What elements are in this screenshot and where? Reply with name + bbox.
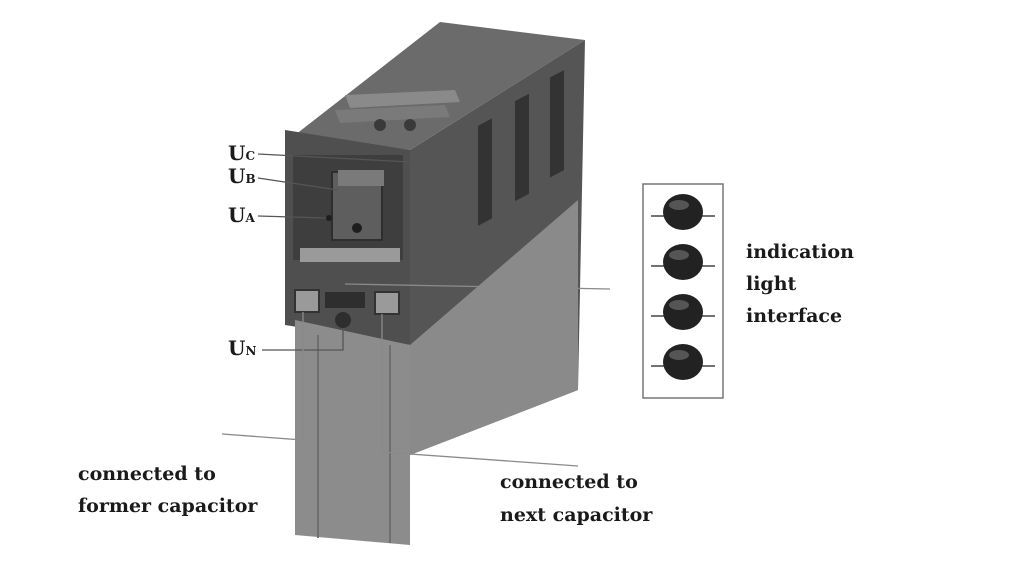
indicator-lights [651,194,715,380]
terminal-label-uc: UC [228,141,411,165]
former-capacitor-connection: connected to former capacitor [78,312,304,517]
indicator-highlight [669,350,689,360]
side-vent [515,93,529,202]
indication-label-line-3: interface [746,305,842,327]
connector-left [294,289,320,313]
capacitor-side-lower [410,200,578,455]
terminal-label-ua: UA [228,203,327,227]
side-vent [550,70,564,178]
svg-text:UB: UB [228,164,256,188]
connector-right [374,291,400,315]
terminal-labels: UC UB UA UN [228,141,411,360]
next-capacitor-connection: connected to next capacitor [381,314,653,526]
terminal-label-un: UN [228,328,344,360]
next-label-line-1: connected to [500,471,638,493]
connector-middle [325,292,365,308]
indication-light-panel: indication light interface [344,183,854,399]
indication-label-line-2: light [746,273,797,295]
indicator-light [663,194,703,230]
indicator-light [663,344,703,380]
indicator-highlight [669,300,689,310]
svg-text:UC: UC [228,141,255,165]
indicator-highlight [669,200,689,210]
former-label-line-1: connected to [78,463,216,485]
side-vent [478,118,492,226]
capacitor-front-lower [295,320,410,545]
capacitor-body [285,22,585,545]
indicator-light [663,244,703,280]
svg-text:UN: UN [228,336,256,360]
indicator-highlight [669,250,689,260]
indication-label-line-1: indication [746,241,854,263]
former-label-line-2: former capacitor [78,495,258,517]
indicator-light [663,294,703,330]
terminal-label-ub: UB [228,164,339,191]
next-label-line-2: next capacitor [500,504,653,526]
svg-text:UA: UA [228,203,255,227]
